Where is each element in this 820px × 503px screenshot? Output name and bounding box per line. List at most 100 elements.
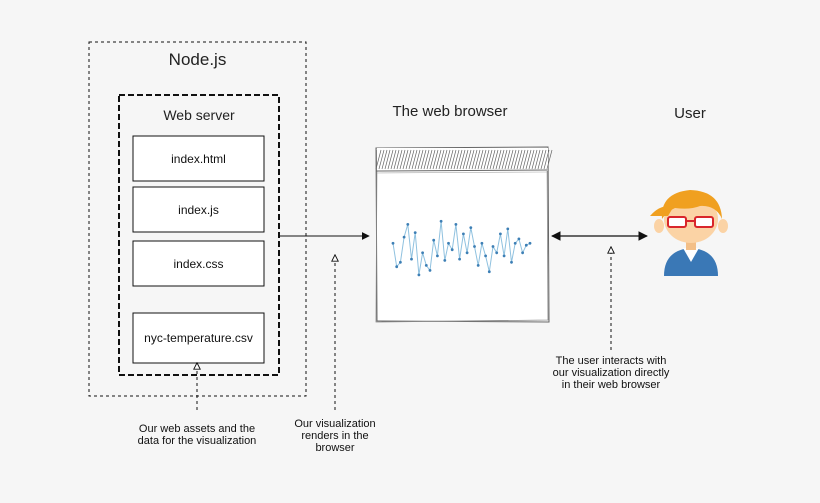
hatch-stroke xyxy=(534,149,541,170)
hatch-stroke xyxy=(540,149,547,170)
sparkline-point xyxy=(450,248,454,252)
sparkline-point xyxy=(499,232,502,236)
hatch-stroke xyxy=(546,149,553,170)
sparkline-point xyxy=(432,238,436,242)
hatch-stroke xyxy=(402,149,409,170)
sparkline-point xyxy=(421,251,424,255)
sparkline-point xyxy=(447,241,450,245)
sparkline-point xyxy=(528,241,532,245)
hatch-stroke xyxy=(498,149,505,170)
hatch-stroke xyxy=(384,149,391,170)
sparkline-point xyxy=(417,273,421,277)
browser-window xyxy=(375,146,553,323)
hatch-stroke xyxy=(447,149,454,170)
hatch-stroke xyxy=(393,149,400,170)
sparkline-point xyxy=(521,251,524,255)
hatch-stroke xyxy=(492,149,499,170)
file-box-nyc-temperature-csv xyxy=(132,312,265,364)
hatch-stroke xyxy=(423,149,430,170)
sparkline-point xyxy=(517,237,521,241)
user-title: User xyxy=(674,105,706,122)
sparkline-point xyxy=(406,223,410,226)
browser-titlebar-hatch xyxy=(375,149,553,170)
sparkline-point xyxy=(443,259,447,262)
hatch-stroke xyxy=(453,149,460,170)
hatch-stroke xyxy=(513,149,520,170)
hatch-stroke xyxy=(474,149,481,170)
hatch-stroke xyxy=(483,149,490,170)
hatch-stroke xyxy=(408,149,415,170)
hatch-stroke xyxy=(489,149,496,170)
hatch-stroke xyxy=(522,149,529,170)
hatch-stroke xyxy=(465,149,472,170)
hatch-stroke xyxy=(381,149,388,170)
hatch-stroke xyxy=(450,149,457,170)
sparkline-point xyxy=(510,260,513,264)
hatch-stroke xyxy=(420,149,427,170)
sparkline-point xyxy=(469,226,473,230)
hatch-stroke xyxy=(543,149,550,170)
sparkline-point xyxy=(402,235,406,239)
hatch-stroke xyxy=(435,149,442,170)
sparkline-point xyxy=(473,245,476,248)
hatch-stroke xyxy=(399,149,406,170)
sparkline-point xyxy=(424,264,428,267)
sparkline-point xyxy=(413,231,417,235)
hatch-stroke xyxy=(507,149,514,170)
web-server-container xyxy=(118,94,280,376)
sparkline-point xyxy=(480,241,484,245)
sparkline-path xyxy=(392,221,531,275)
sparkline-point xyxy=(428,269,432,272)
sparkline-point xyxy=(462,232,465,236)
sparkline-point xyxy=(476,264,480,267)
sparkline-point xyxy=(465,251,469,255)
sparkline-point xyxy=(436,254,439,258)
sparkline-point xyxy=(502,254,506,258)
hatch-stroke xyxy=(456,149,463,170)
hatch-stroke xyxy=(528,149,535,170)
file-box-index-js xyxy=(132,186,265,233)
sparkline-point xyxy=(439,219,443,223)
hatch-stroke xyxy=(459,149,466,170)
sparkline-point xyxy=(506,227,510,231)
sparkline-point xyxy=(513,241,517,245)
hatch-stroke xyxy=(504,149,511,170)
sparkline-point xyxy=(484,254,487,258)
hatch-stroke xyxy=(429,149,436,170)
hatch-stroke xyxy=(519,149,526,170)
hatch-stroke xyxy=(375,149,382,170)
hatch-stroke xyxy=(477,149,484,170)
sparkline-point xyxy=(458,257,461,261)
sparkline-point xyxy=(399,260,402,264)
hatch-stroke xyxy=(438,149,445,170)
hatch-stroke xyxy=(444,149,451,170)
sparkline-point xyxy=(410,257,413,261)
file-label-index-css: index.css xyxy=(173,257,224,271)
web-server-title: Web server xyxy=(163,107,235,123)
hatch-stroke xyxy=(537,149,544,170)
hatch-stroke xyxy=(441,149,448,170)
hatch-stroke xyxy=(414,149,421,170)
hatch-stroke xyxy=(396,149,403,170)
hatch-stroke xyxy=(405,149,412,170)
sparkline-point xyxy=(395,265,399,269)
hatch-stroke xyxy=(525,149,532,170)
hatch-stroke xyxy=(495,149,502,170)
sparkline-point xyxy=(524,243,528,247)
file-label-index-html: index.html xyxy=(171,152,226,166)
hatch-stroke xyxy=(531,149,538,170)
renders-note: Our visualization renders in the browser xyxy=(294,418,376,454)
file-label-nyc-temperature-csv: nyc-temperature.csv xyxy=(144,331,253,345)
sparkline-point xyxy=(487,270,491,274)
hatch-stroke xyxy=(411,149,418,170)
interacts-note: The user interacts with our visualizatio… xyxy=(552,355,670,391)
hatch-stroke xyxy=(471,149,478,170)
browser-title: The web browser xyxy=(392,103,508,120)
file-label-index-js: index.js xyxy=(178,203,219,217)
hatch-stroke xyxy=(480,149,487,170)
hatch-stroke xyxy=(510,149,517,170)
hatch-stroke xyxy=(378,149,385,170)
sparkline-point xyxy=(491,245,495,248)
hatch-stroke xyxy=(516,149,523,170)
